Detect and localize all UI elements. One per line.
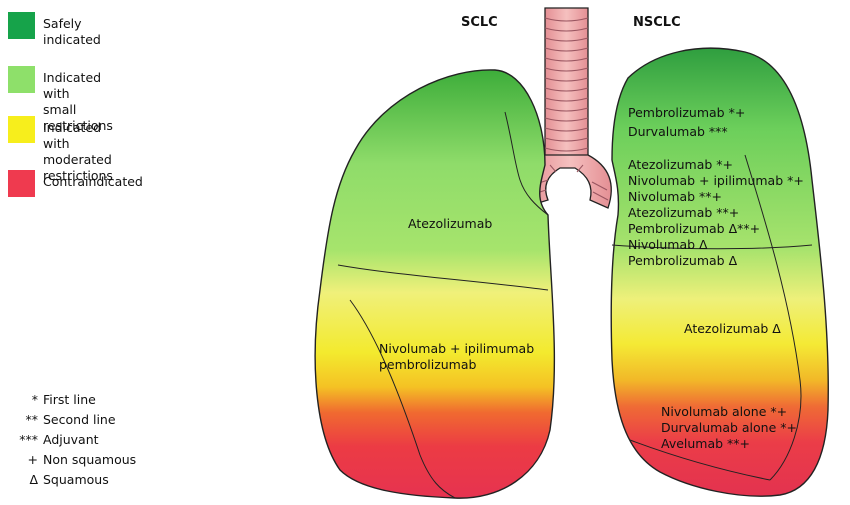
symbol-row-second-line: ** Second line [10, 412, 116, 427]
drug-label: Nivolumab Δ [628, 237, 708, 252]
drug-label: Pembrolizumab *+ [628, 105, 746, 120]
left-lung-yellow-drugs: Nivolumab + ipilimumab pembrolizumab [379, 341, 534, 373]
legend-label: Safely indicated [43, 16, 101, 47]
symbol: + [27, 452, 38, 467]
drug-label: pembrolizumab [379, 357, 477, 372]
symbol-row-non-squamous: + Non squamous [10, 452, 137, 467]
drug-label: Atezolizumab *+ [628, 157, 734, 172]
symbol: * [31, 392, 38, 407]
drug-label: Nivolumab + ipilimumab [379, 341, 535, 356]
left-lung-title: SCLC [461, 15, 498, 30]
symbol-row-squamous: Δ Squamous [10, 472, 109, 487]
legend-label: Indicated with moderated restrictions [43, 120, 113, 183]
right-lung-green-middle-drugs: Atezolizumab *+ Nivolumab + ipilimumab *… [628, 157, 804, 269]
drug-label: Durvalumab alone *+ [661, 420, 797, 435]
legend-swatch-yellow [8, 116, 35, 143]
symbol: *** [19, 432, 38, 447]
drug-label: Durvalumab *** [628, 124, 728, 139]
symbol-label: Squamous [43, 472, 109, 487]
legend-label: Indicated with small restrictions [43, 70, 113, 133]
drug-label: Nivolumab + ipilimumab *+ [628, 173, 804, 188]
legend-swatch-red [8, 170, 35, 197]
drug-label: Nivolumab **+ [628, 189, 722, 204]
legend-item-small-restrictions: Indicated with small restrictions [8, 66, 113, 134]
drug-label: Pembrolizumab Δ**+ [628, 221, 761, 236]
right-lung [610, 47, 829, 497]
legend-item-moderated-restrictions: Indicated with moderated restrictions [8, 116, 113, 184]
symbol-label: Second line [43, 412, 116, 427]
legend-item-contraindicated: Contraindicated [8, 170, 143, 197]
trachea [544, 7, 589, 159]
drug-label: Atezolizumab **+ [628, 205, 740, 220]
symbol-label: First line [43, 392, 96, 407]
right-lung-green-top-drugs: Pembrolizumab *+ Durvalumab *** [628, 103, 745, 141]
right-lung-yellow-drug: Atezolizumab Δ [684, 321, 781, 336]
symbol-label: Non squamous [43, 452, 137, 467]
symbol-row-adjuvant: *** Adjuvant [10, 432, 99, 447]
legend-swatch-green [8, 12, 35, 39]
symbol-label: Adjuvant [43, 432, 99, 447]
drug-label: Avelumab **+ [661, 436, 751, 451]
right-lung-red-drugs: Nivolumab alone *+ Durvalumab alone *+ A… [661, 404, 797, 452]
left-lung [314, 69, 556, 499]
legend-item-safely-indicated: Safely indicated [8, 12, 101, 48]
legend-label: Contraindicated [43, 174, 143, 189]
symbol: ** [25, 412, 39, 427]
right-lung-title: NSCLC [633, 15, 681, 30]
drug-label: Pembrolizumab Δ [628, 253, 738, 268]
left-lung-green-drug: Atezolizumab [408, 216, 493, 231]
symbol-row-first-line: * First line [10, 392, 96, 407]
legend-swatch-light-green [8, 66, 35, 93]
symbol: Δ [29, 472, 38, 487]
drug-label: Nivolumab alone *+ [661, 404, 788, 419]
